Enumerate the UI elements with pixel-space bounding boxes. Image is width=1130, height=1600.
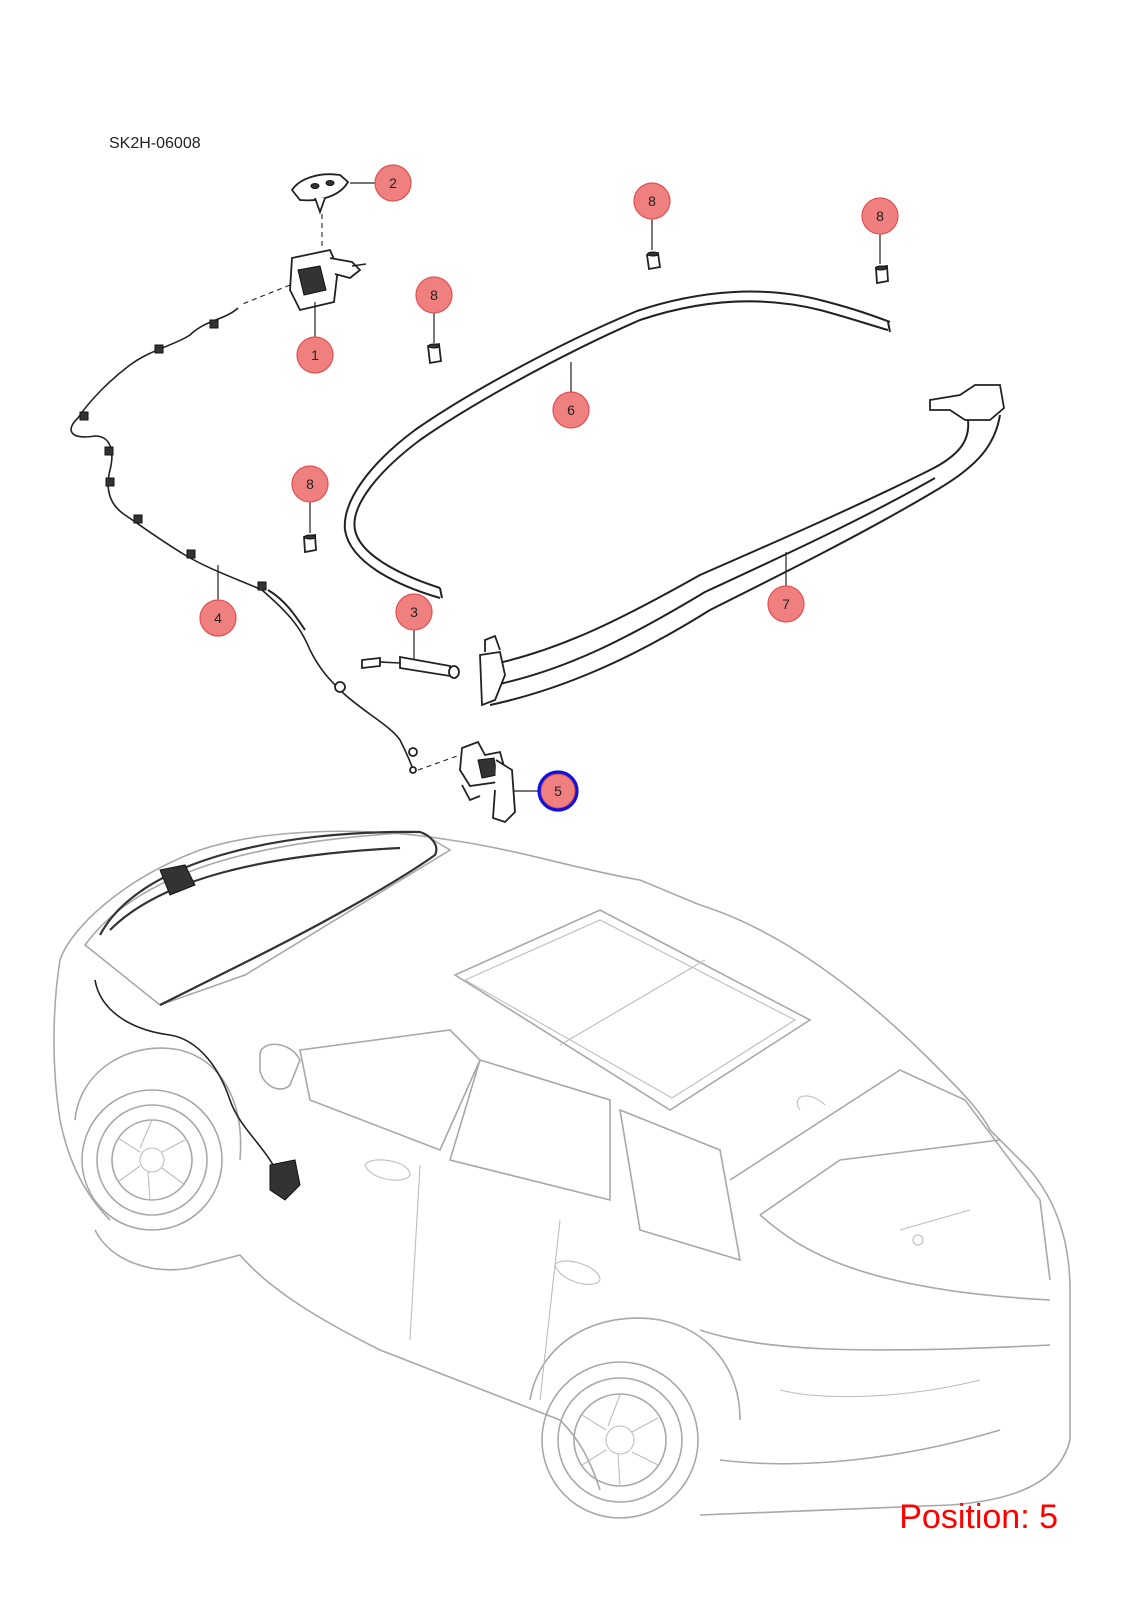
callout-7[interactable]: 7 <box>767 585 805 623</box>
callout-8a[interactable]: 8 <box>633 182 671 220</box>
callout-8d[interactable]: 8 <box>291 465 329 503</box>
position-indicator: Position: 5 <box>899 1498 1058 1536</box>
callout-3-label: 3 <box>410 604 418 620</box>
callout-6-label: 6 <box>567 402 575 418</box>
callout-8b-label: 8 <box>876 208 884 224</box>
leader-lines <box>217 182 881 792</box>
part-3-gas-strut <box>361 655 460 679</box>
front-wheel <box>541 1361 699 1519</box>
callout-8b[interactable]: 8 <box>861 197 899 235</box>
diagram-code: SK2H-06008 <box>109 135 201 152</box>
callout-2[interactable]: 2 <box>374 164 412 202</box>
callout-5[interactable]: 5 <box>537 770 579 812</box>
part-5-release-handle <box>459 740 516 824</box>
vehicle-outline <box>53 830 1071 1519</box>
part-4-release-cable <box>70 307 461 774</box>
installed-location-traces <box>94 830 438 1201</box>
callout-5-label: 5 <box>554 783 562 799</box>
callout-1[interactable]: 1 <box>296 336 334 374</box>
bumper-8a <box>645 251 662 271</box>
part-7-lower-seal <box>479 384 1005 707</box>
rear-wheel <box>81 1089 223 1231</box>
callout-8c[interactable]: 8 <box>415 276 453 314</box>
part-1-tailgate-lock <box>239 214 367 312</box>
callout-8d-label: 8 <box>306 476 314 492</box>
callout-1-label: 1 <box>311 347 319 363</box>
callout-6[interactable]: 6 <box>552 391 590 429</box>
bumper-8d <box>303 533 317 554</box>
callout-7-label: 7 <box>782 596 790 612</box>
callout-3[interactable]: 3 <box>395 593 433 631</box>
callout-8a-label: 8 <box>648 193 656 209</box>
part-6-upper-seal <box>343 290 891 599</box>
part-8-stop-bumpers <box>303 251 889 554</box>
callout-4[interactable]: 4 <box>199 599 237 637</box>
callout-4-label: 4 <box>214 610 222 626</box>
callout-8c-label: 8 <box>430 287 438 303</box>
part-2-bumper-plate <box>290 173 350 215</box>
callout-2-label: 2 <box>389 175 397 191</box>
bumper-8c <box>427 342 442 365</box>
bumper-8b <box>875 264 889 285</box>
